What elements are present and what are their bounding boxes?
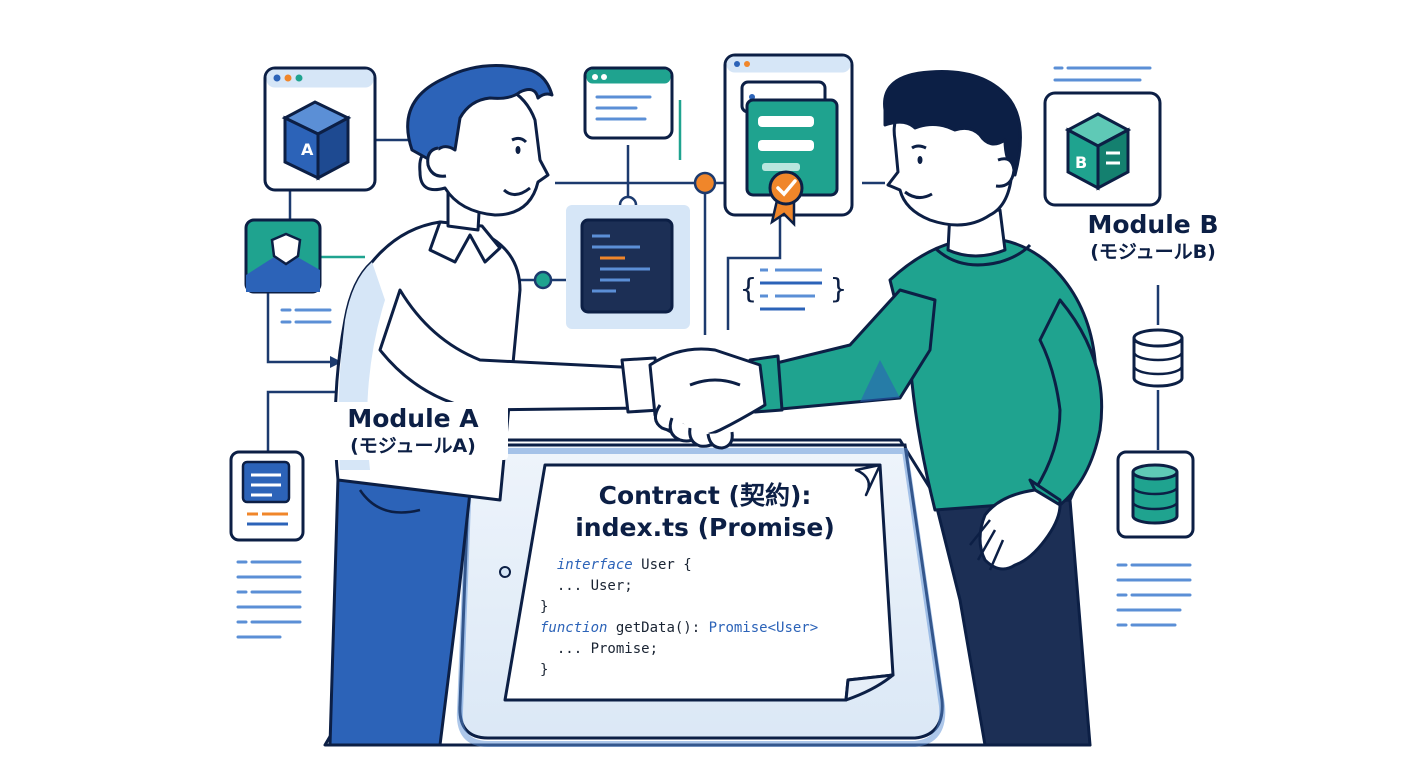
connector-node-teal [533, 270, 553, 290]
code-line-1-rest: User { [632, 557, 692, 573]
module-a-name-ja: (モジュールA) [350, 435, 476, 457]
teal-connectors [320, 100, 682, 259]
shield-window [244, 218, 322, 294]
json-object-icon: { } [740, 268, 847, 311]
code-line-6: } [540, 662, 549, 678]
person-module-a [328, 64, 662, 747]
module-b-name-ja: (モジュールB) [1090, 241, 1216, 263]
brace-close: } [830, 272, 847, 305]
code-keyword-interface: interface [556, 557, 633, 573]
cube-letter-a: A [301, 140, 314, 159]
contract-code-block: interface User { ... User;} function getD… [540, 555, 870, 681]
module-a-window: A [263, 66, 377, 192]
module-b-label: Module B (モジュールB) [1058, 208, 1248, 266]
module-b-name: Module B [1087, 210, 1219, 239]
code-return-type: Promise<User> [708, 620, 819, 636]
code-line-3: } [540, 599, 549, 615]
cube-icon: B [1064, 112, 1132, 191]
code-editor-icon [566, 205, 690, 329]
contract-title-line1: Contract (契約): [598, 481, 812, 510]
code-line-1: interface User { [540, 555, 870, 576]
database-icon [1132, 328, 1184, 388]
code-line-2: ... User; [540, 578, 633, 594]
code-line-5: ... Promise; [540, 641, 659, 657]
connector-node-orange [693, 171, 717, 195]
text-line-decor-left [236, 308, 332, 639]
arrow-icon [330, 356, 342, 368]
text-line-decor-right [1053, 66, 1192, 627]
cube-letter-b: B [1075, 153, 1087, 172]
code-keyword-function: function [540, 620, 608, 636]
contract-paper [503, 463, 895, 702]
module-a-label: Module A (モジュールA) [318, 402, 508, 460]
brace-open: { [740, 272, 757, 305]
contract-title-line2: index.ts (Promise) [575, 513, 835, 542]
module-a-name: Module A [347, 404, 479, 433]
connector-lines [266, 138, 1160, 452]
shield-icon [270, 232, 302, 266]
checkmark-badge-icon [768, 170, 804, 228]
person-module-b [748, 70, 1104, 747]
code-line-4: function getData(): Promise<User> [540, 618, 870, 639]
database-icon [1116, 450, 1195, 539]
module-b-window: B [1043, 91, 1162, 207]
contract-title: Contract (契約): index.ts (Promise) [520, 480, 890, 544]
code-line-4-mid: getData(): [607, 620, 709, 636]
browser-window-icon [583, 66, 674, 140]
handshake-icon [648, 347, 767, 450]
certificate-window [723, 53, 854, 228]
cube-icon: A [281, 100, 352, 181]
document-icon [229, 450, 305, 542]
